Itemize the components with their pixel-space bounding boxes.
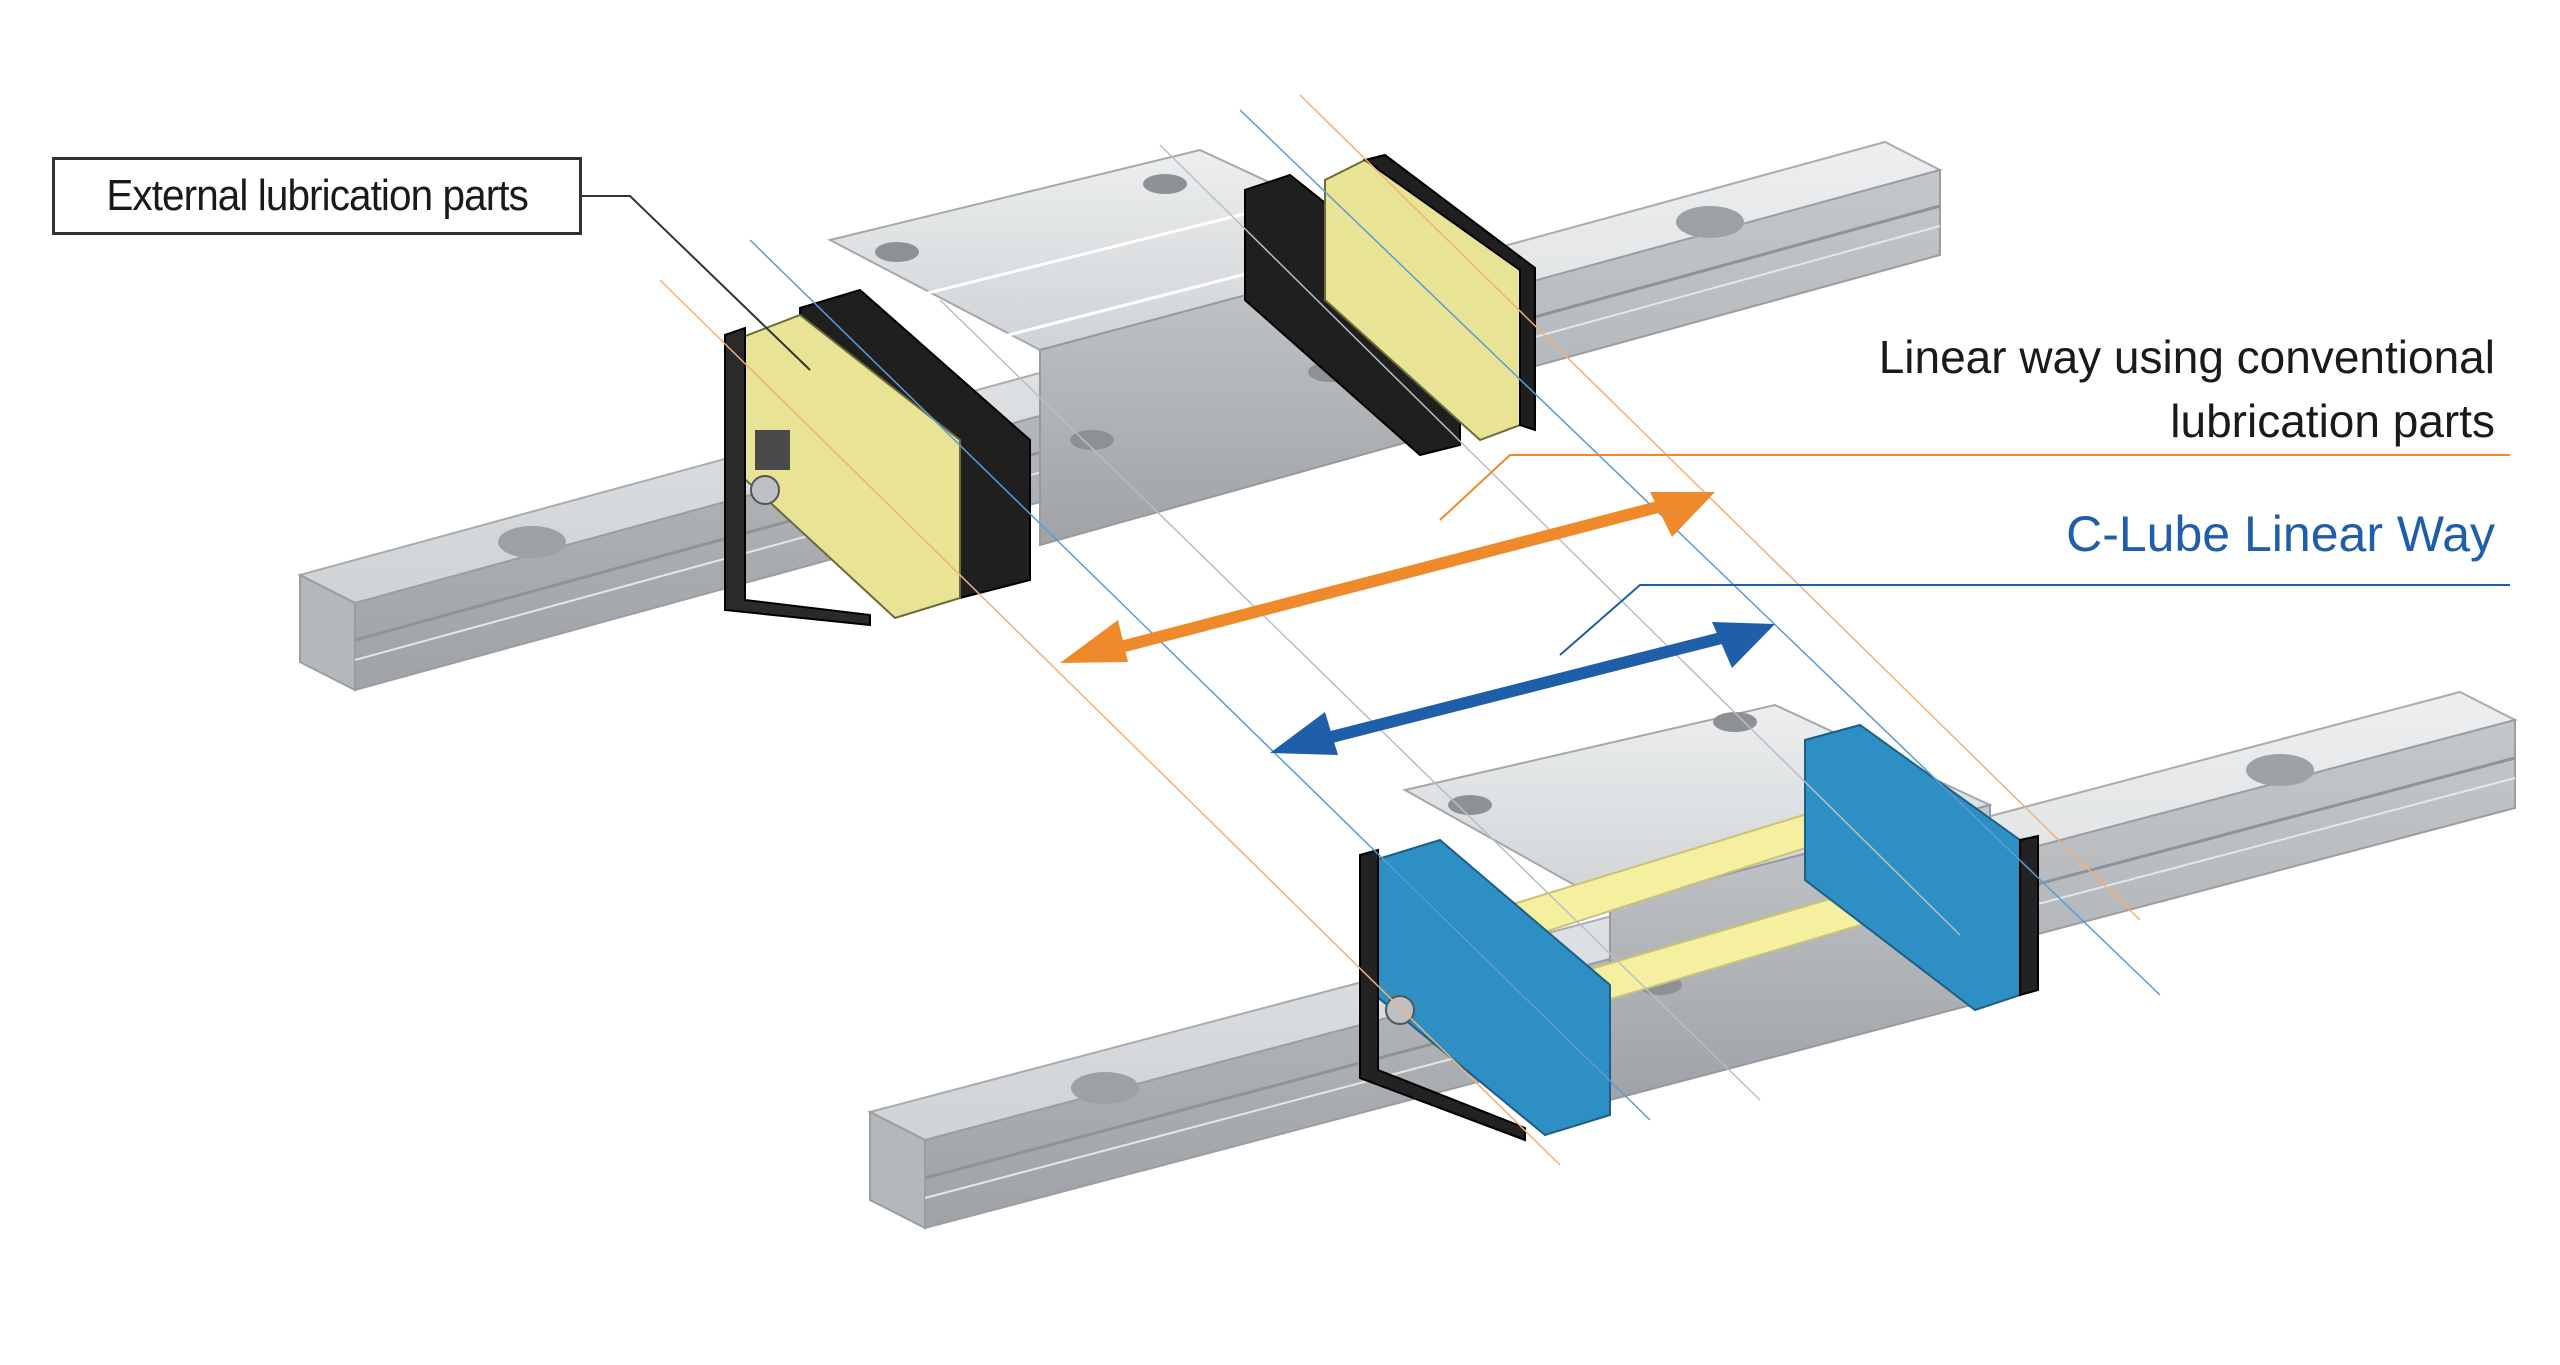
conventional-linear-way [297,140,1943,692]
clube-length-arrow [1270,622,1775,755]
clube-seal-right [1804,723,2039,1012]
conventional-leader [1439,454,2510,521]
external-parts-leader [582,195,811,371]
conventional-label: Linear way using conventional lubricatio… [1595,325,2495,453]
rail-bolt-hole [1071,1072,1139,1104]
block-bolt-hole [1448,795,1492,815]
guide-line-orange [1299,94,2141,921]
guide-lines [659,94,2161,1166]
external-parts-callout: External lubrication parts [52,157,582,235]
grease-nipple-icon [1385,995,1415,1025]
grease-nipple-icon [750,475,780,505]
leader-lines [582,195,2510,656]
external-parts-label: External lubrication parts [106,171,529,220]
guide-line-gray [1159,144,1961,936]
clube-linear-way [867,690,2518,1230]
rail-bolt-hole [1676,206,1744,238]
clube-seal-left [1359,838,1611,1142]
rail-bolt-hole [2246,754,2314,786]
block-bolt-hole [1070,430,1114,450]
external-lube-part-right [1324,153,1536,442]
conventional-length-arrow [1060,492,1715,663]
guide-line-gray [939,299,1761,1101]
block-bolt-hole [1713,712,1757,732]
block-bolt-hole [875,242,919,262]
guide-line-blue [1239,109,2161,996]
conventional-label-line2: lubrication parts [2170,395,2495,447]
block-bolt-hole [1143,174,1187,194]
guide-line-orange [659,279,1561,1166]
clube-leader [1559,584,2510,656]
guide-line-blue [749,239,1651,1121]
clube-label: C-Lube Linear Way [2066,506,2495,562]
conventional-label-line1: Linear way using conventional [1878,331,2495,383]
grease-nipple [755,430,790,470]
rail-bolt-hole [498,526,566,558]
